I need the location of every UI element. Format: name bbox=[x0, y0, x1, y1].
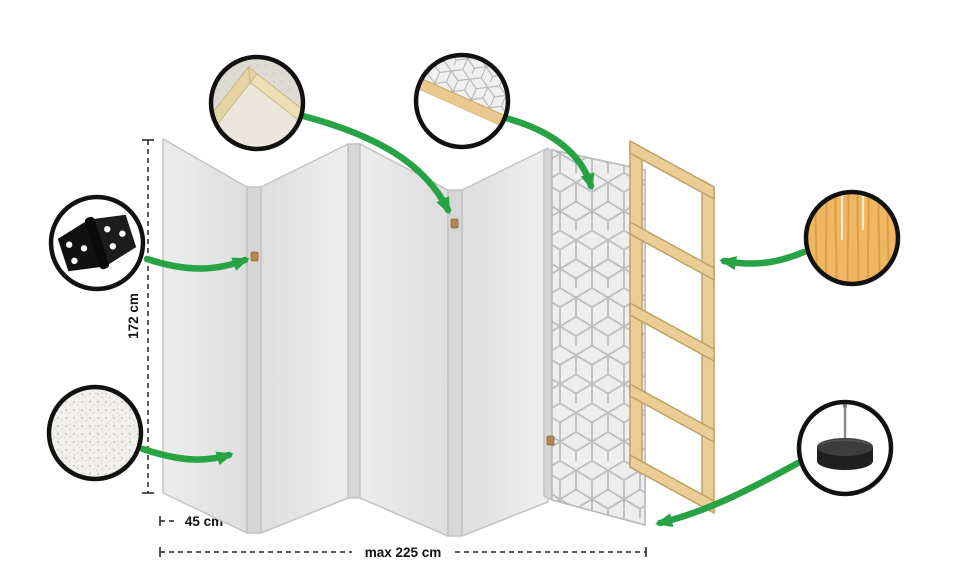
callout-pattern-fabric bbox=[413, 52, 511, 150]
hinge-dot bbox=[250, 251, 259, 262]
hinge-dot bbox=[546, 435, 555, 446]
panel-2 bbox=[260, 143, 349, 534]
callout-foot-pad bbox=[796, 399, 894, 497]
panel-3 bbox=[359, 143, 449, 537]
height-dimension bbox=[142, 139, 154, 494]
pattern-fabric-icon bbox=[418, 57, 506, 145]
folding-panels bbox=[162, 138, 646, 537]
max-width-ticks bbox=[159, 547, 647, 557]
height-dimension-label: 172 cm bbox=[126, 293, 141, 339]
hinge-dots bbox=[250, 218, 555, 446]
max-width-dimension bbox=[159, 547, 647, 557]
panel-edge-4 bbox=[543, 149, 553, 501]
arrow-foot bbox=[655, 459, 802, 527]
callout-arrows bbox=[139, 112, 808, 527]
frame-rung bbox=[629, 302, 715, 362]
callout-fabric-texture bbox=[46, 384, 144, 482]
panel-1 bbox=[162, 138, 248, 534]
frame-rung bbox=[629, 454, 715, 514]
arrow-fabric bbox=[139, 445, 234, 466]
foot-pad-icon bbox=[817, 404, 873, 470]
fabric-texture-icon bbox=[51, 389, 139, 477]
wood-frame bbox=[629, 140, 715, 514]
frame-rung bbox=[629, 383, 715, 443]
panel-edge-3 bbox=[447, 189, 463, 537]
panel-patterned bbox=[551, 149, 646, 526]
panel-4 bbox=[461, 147, 549, 537]
panel-edge-2 bbox=[347, 143, 361, 499]
frame-corner-icon bbox=[213, 59, 301, 147]
arrow-frame-corner bbox=[299, 112, 452, 215]
callout-hinge bbox=[48, 194, 146, 292]
hinge-icon bbox=[57, 214, 137, 272]
frame-rung bbox=[629, 221, 715, 281]
arrow-wood bbox=[719, 248, 808, 270]
callout-wood-texture bbox=[803, 189, 901, 287]
panel-edge-1 bbox=[246, 186, 262, 534]
hinge-dot bbox=[450, 218, 459, 229]
max-width-label: max 225 cm bbox=[365, 545, 442, 560]
height-dimension-ticks bbox=[142, 139, 154, 494]
arrow-pattern bbox=[502, 114, 595, 191]
arrow-hinge bbox=[143, 255, 250, 272]
callout-frame-corner bbox=[208, 54, 306, 152]
frame-rung bbox=[629, 140, 715, 200]
